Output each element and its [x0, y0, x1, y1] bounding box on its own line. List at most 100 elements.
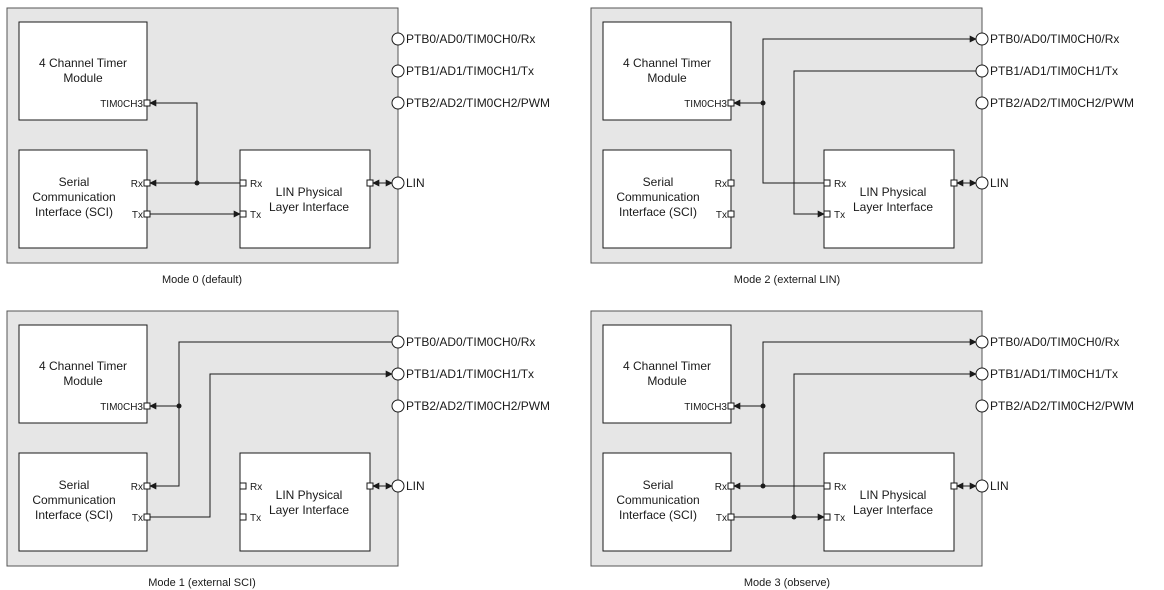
pin-label-lin: LIN: [406, 479, 425, 493]
lin-phy-block: [239, 452, 371, 552]
sci-tx-label: Tx: [132, 513, 143, 524]
tim0ch3-pin: [727, 402, 735, 410]
sci-title-line1: Serial: [643, 175, 674, 189]
pin-label-ptb0: PTB0/AD0/TIM0CH0/Rx: [406, 335, 535, 349]
mode3-pin-labels: PTB0/AD0/TIM0CH0/Rx PTB1/AD1/TIM0CH1/Tx …: [744, 335, 1134, 589]
ptb1-pad: [975, 367, 989, 381]
lin-pad: [391, 176, 405, 190]
lin-title-line2: Layer Interface: [269, 503, 349, 517]
ptb2-pad: [391, 399, 405, 413]
sci-tx-label: Tx: [716, 513, 727, 524]
sci-rx-pin: [727, 482, 735, 490]
timer-module-block: [602, 324, 732, 424]
lin-title-line1: LIN Physical: [276, 185, 343, 199]
junction-dot: [760, 403, 766, 409]
lin-phy-block: [239, 149, 371, 249]
mode2-panel: 4 Channel Timer Module TIM0CH3 Serial Co…: [590, 7, 989, 264]
sci-title-line3: Interface (SCI): [35, 205, 113, 219]
sci-block: [602, 149, 732, 249]
lin-rx-label: Rx: [250, 179, 262, 190]
lin-bus-pin: [366, 482, 374, 490]
sci-block: [602, 452, 732, 552]
wire-sci-tx-to-ptb1: [150, 370, 393, 518]
lin-title-line2: Layer Interface: [853, 200, 933, 214]
mode2-caption: Mode 2 (external LIN): [734, 274, 840, 286]
sci-tx-label: Tx: [132, 210, 143, 221]
lin-title-line1: LIN Physical: [276, 488, 343, 502]
sci-tx-pin: [143, 210, 151, 218]
wire-ptb1-to-lin-tx: [793, 70, 976, 218]
lin-tx-pin: [823, 210, 831, 218]
mode0-panel: 4 Channel Timer Module TIM0CH3 Serial Co…: [6, 7, 405, 264]
sci-title-line2: Communication: [616, 190, 699, 204]
sci-title-line3: Interface (SCI): [619, 508, 697, 522]
ptb1-pad: [391, 367, 405, 381]
sci-title-line2: Communication: [32, 493, 115, 507]
timer-port-label: TIM0CH3: [100, 99, 143, 110]
timer-title-line2: Module: [647, 374, 687, 388]
sci-title-line2: Communication: [32, 190, 115, 204]
lin-tx-pin: [823, 513, 831, 521]
sci-rx-label: Rx: [715, 482, 727, 493]
lin-tx-label: Tx: [834, 210, 845, 221]
lin-pad: [391, 479, 405, 493]
lin-rx-label: Rx: [834, 482, 846, 493]
tim0ch3-pin: [727, 99, 735, 107]
pin-label-lin: LIN: [990, 479, 1009, 493]
pin-label-ptb2: PTB2/AD2/TIM0CH2/PWM: [990, 399, 1134, 413]
lin-bus-pin: [366, 179, 374, 187]
sci-title-line3: Interface (SCI): [35, 508, 113, 522]
ptb0-pad: [975, 32, 989, 46]
sci-rx-label: Rx: [715, 179, 727, 190]
sci-title-line1: Serial: [643, 478, 674, 492]
mode0-pin-labels: PTB0/AD0/TIM0CH0/Rx PTB1/AD1/TIM0CH1/Tx …: [162, 32, 550, 286]
sci-title-line1: Serial: [59, 478, 90, 492]
lin-rx-pin: [239, 482, 247, 490]
mode3-caption: Mode 3 (observe): [744, 577, 830, 589]
timer-title-line1: 4 Channel Timer: [623, 56, 711, 70]
ptb0-pad: [391, 32, 405, 46]
lin-tx-label: Tx: [250, 513, 261, 524]
mode2-pin-labels: PTB0/AD0/TIM0CH0/Rx PTB1/AD1/TIM0CH1/Tx …: [734, 32, 1134, 286]
pin-label-ptb0: PTB0/AD0/TIM0CH0/Rx: [990, 32, 1119, 46]
pin-label-ptb1: PTB1/AD1/TIM0CH1/Tx: [406, 64, 534, 78]
mode1-pin-labels: PTB0/AD0/TIM0CH0/Rx PTB1/AD1/TIM0CH1/Tx …: [148, 335, 550, 589]
pin-label-ptb2: PTB2/AD2/TIM0CH2/PWM: [406, 96, 550, 110]
ptb2-pad: [975, 399, 989, 413]
mode0-caption: Mode 0 (default): [162, 274, 242, 286]
junction-dot: [760, 100, 766, 106]
timer-title-line2: Module: [63, 71, 103, 85]
pin-label-ptb0: PTB0/AD0/TIM0CH0/Rx: [990, 335, 1119, 349]
lin-rx-pin: [239, 179, 247, 187]
sci-tx-pin: [143, 513, 151, 521]
timer-title-line2: Module: [647, 71, 687, 85]
lin-pad: [975, 479, 989, 493]
lin-title-line1: LIN Physical: [860, 185, 927, 199]
lin-bus-pin: [950, 179, 958, 187]
timer-module-block: [18, 21, 148, 121]
wire-rx-to-ptb0: [762, 338, 977, 486]
mode1-caption: Mode 1 (external SCI): [148, 577, 256, 589]
junction-dot: [176, 403, 182, 409]
lin-title-line1: LIN Physical: [860, 488, 927, 502]
pin-label-ptb1: PTB1/AD1/TIM0CH1/Tx: [406, 367, 534, 381]
mode1-panel: 4 Channel Timer Module TIM0CH3 Serial Co…: [6, 310, 405, 567]
pin-label-lin: LIN: [406, 176, 425, 190]
lin-tx-pin: [239, 513, 247, 521]
lin-tx-pin: [239, 210, 247, 218]
mode3-panel: 4 Channel Timer Module TIM0CH3 Serial Co…: [590, 310, 989, 567]
wire-ptb0-to-sci-rx: [149, 341, 392, 490]
ptb2-pad: [975, 96, 989, 110]
pin-label-ptb0: PTB0/AD0/TIM0CH0/Rx: [406, 32, 535, 46]
pin-label-ptb1: PTB1/AD1/TIM0CH1/Tx: [990, 367, 1118, 381]
lin-tx-label: Tx: [250, 210, 261, 221]
timer-port-label: TIM0CH3: [100, 402, 143, 413]
tim0ch3-pin: [143, 402, 151, 410]
tim0ch3-pin: [143, 99, 151, 107]
timer-port-label: TIM0CH3: [684, 402, 727, 413]
sci-rx-label: Rx: [131, 179, 143, 190]
junction-dot: [760, 483, 766, 489]
timer-title-line2: Module: [63, 374, 103, 388]
timer-title-line1: 4 Channel Timer: [39, 359, 127, 373]
